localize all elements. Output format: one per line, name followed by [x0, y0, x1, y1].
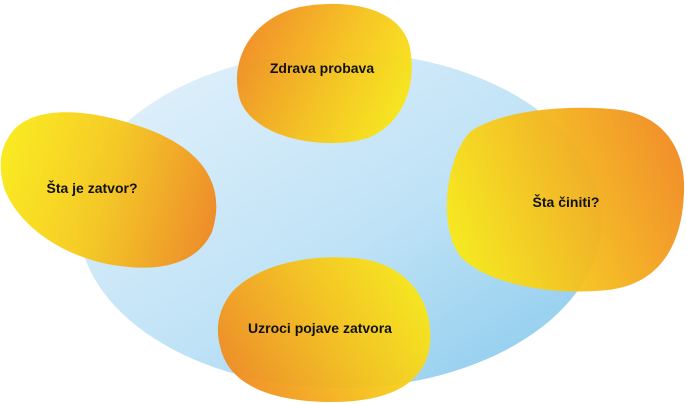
node-top-blob: [236, 3, 412, 144]
node-bottom[interactable]: Uzroci pojave zatvora: [217, 257, 431, 402]
node-left-blob: [0, 112, 217, 268]
node-right-blob: [446, 107, 685, 292]
node-bottom-blob: [217, 257, 431, 402]
node-right[interactable]: Šta činiti?: [446, 107, 685, 292]
node-bottom-label: Uzroci pojave zatvora: [248, 320, 392, 336]
node-left[interactable]: Šta je zatvor?: [0, 112, 217, 268]
node-right-label: Šta činiti?: [533, 193, 600, 210]
node-top-label: Zdrava probava: [270, 60, 374, 76]
node-left-label: Šta je zatvor?: [46, 179, 137, 196]
node-top[interactable]: Zdrava probava: [236, 3, 412, 144]
